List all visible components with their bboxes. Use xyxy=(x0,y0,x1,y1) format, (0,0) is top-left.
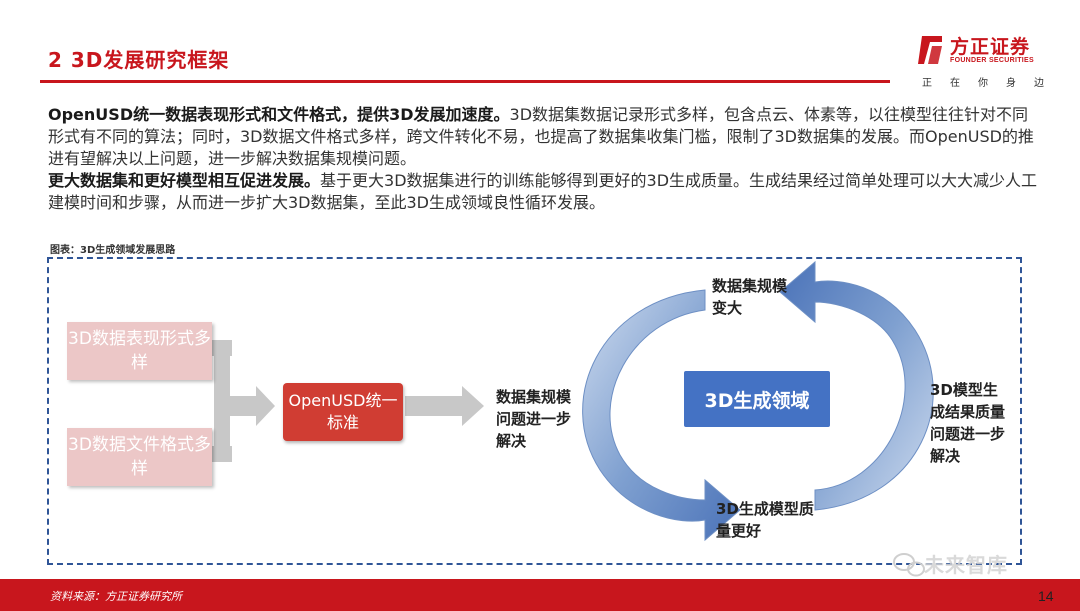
center-3d-generation-box: 3D生成领域 xyxy=(684,371,830,427)
logo-name: 方正证券 xyxy=(950,36,1031,58)
label-quality-solved: 3D模型生成结果质量问题进一步解决 xyxy=(930,381,1006,465)
cycle-arrow-right xyxy=(779,260,934,511)
standard-arrow xyxy=(405,386,484,426)
footer-bar xyxy=(0,579,1080,611)
logo-slogan: 正在你身边 xyxy=(922,78,1062,89)
label-dataset-scale-solved: 数据集规模问题进一步解决 xyxy=(496,388,572,450)
label-model-better: 3D生成模型质量更好 xyxy=(716,500,814,540)
label-dataset-larger: 数据集规模变大 xyxy=(712,277,788,317)
footer-source: 资料来源：方正证券研究所 xyxy=(50,590,182,603)
logo-english-name: FOUNDER SECURITIES xyxy=(950,57,1034,64)
page-title: 2 3D发展研究框架 xyxy=(48,48,230,72)
figure-caption: 图表：3D生成领域发展思路 xyxy=(50,245,176,256)
watermark: 未来智库 xyxy=(890,549,1008,578)
header-divider xyxy=(40,80,890,83)
diagram-frame xyxy=(47,257,1022,565)
company-logo: 方正证券 FOUNDER SECURITIES 正在你身边 xyxy=(918,30,1058,90)
input-box-representation: 3D数据表现形式多样 xyxy=(67,322,212,380)
paragraph-2-lead: 更大数据集和更好模型相互促进发展。 xyxy=(48,171,321,190)
paragraph-2-text: 基于更大3D数据集进行的训练能够得到更好的3D生成质量。生成结果经过简单处理可以… xyxy=(48,171,1038,212)
watermark-text: 未来智库 xyxy=(924,553,1008,577)
cycle-arrow-left xyxy=(582,289,741,542)
merge-bracket xyxy=(212,340,232,462)
paragraph-1-lead: OpenUSD统一数据表现形式和文件格式，提供3D发展加速度。 xyxy=(48,105,510,124)
input-box-file-format: 3D数据文件格式多样 xyxy=(67,428,212,486)
openusd-standard-box: OpenUSD统一标准 xyxy=(283,383,403,441)
page-number: 14 xyxy=(1038,588,1054,604)
paragraph-2: 更大数据集和更好模型相互促进发展。基于更大3D数据集进行的训练能够得到更好的3D… xyxy=(48,170,1038,214)
merge-arrow xyxy=(230,386,275,426)
wechat-icon xyxy=(893,553,925,577)
paragraph-1-text: 3D数据集数据记录形式多样，包含点云、体素等，以往模型往往针对不同形式有不同的算… xyxy=(48,105,1034,168)
body-text: OpenUSD统一数据表现形式和文件格式，提供3D发展加速度。3D数据集数据记录… xyxy=(48,104,1038,214)
founder-logo-icon xyxy=(918,36,942,64)
paragraph-1: OpenUSD统一数据表现形式和文件格式，提供3D发展加速度。3D数据集数据记录… xyxy=(48,104,1038,170)
